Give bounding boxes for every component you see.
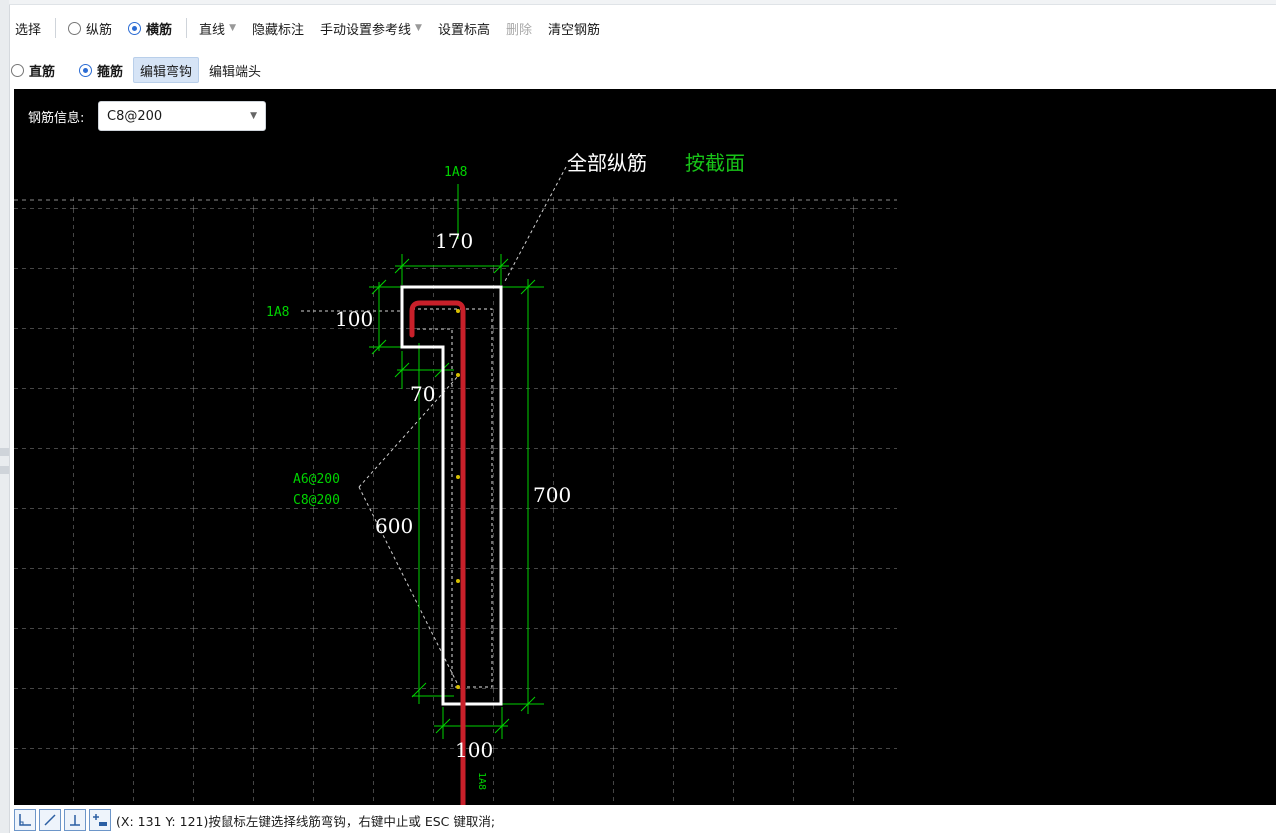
stirrup-radio[interactable]: 箍筋 [73, 58, 129, 82]
set-elevation-label: 设置标高 [437, 22, 490, 38]
clear-rebar-button[interactable]: 清空钢筋 [542, 16, 606, 40]
header-mode-text[interactable]: 按截面 [685, 151, 745, 175]
line-mode-dropdown[interactable]: 直线▼ [193, 16, 242, 40]
delete-label: 删除 [505, 22, 532, 38]
edit-end-label: 编辑端头 [209, 64, 262, 80]
select-button[interactable]: 选择 [9, 16, 47, 40]
chevron-down-icon: ▼ [415, 23, 422, 33]
dim-total-height: 700 [533, 483, 571, 507]
top-bar-label: 1A8 [444, 165, 467, 180]
dim-flange-height: 100 [335, 307, 373, 331]
rebar-info-label: 钢筋信息: [28, 111, 85, 126]
dock-marker [0, 466, 9, 474]
stirrup-label: 箍筋 [97, 64, 124, 80]
edit-end-button[interactable]: 编辑端头 [203, 58, 267, 82]
rebar-info-select[interactable]: C8@200 ▼ [98, 101, 266, 131]
radio-on-icon [128, 21, 142, 35]
radio-on-icon [79, 63, 93, 77]
add-point-icon[interactable] [89, 809, 111, 831]
corner-icon[interactable] [14, 809, 36, 831]
main-toolbar: 选择 纵筋 横筋 直线▼ 隐藏标注 手动设置参考线▼ 设置标高 删除 清空钢筋 [9, 10, 1276, 46]
manual-ref-line-dropdown[interactable]: 手动设置参考线▼ [314, 16, 428, 40]
set-elevation-button[interactable]: 设置标高 [432, 16, 496, 40]
stirrup-label-c: C8@200 [293, 493, 340, 508]
chevron-down-icon: ▼ [229, 23, 236, 33]
diagonal-line-icon[interactable] [39, 809, 61, 831]
straight-radio[interactable]: 直筋 [9, 58, 61, 82]
chevron-down-icon: ▼ [250, 111, 257, 121]
line-mode-label: 直线 [199, 22, 226, 38]
dim-bottom-width: 100 [455, 738, 493, 762]
hide-annotation-label: 隐藏标注 [251, 22, 304, 38]
transverse-label: 横筋 [146, 22, 173, 38]
toolbar-separator [55, 18, 57, 38]
stirrup-label-a: A6@200 [293, 472, 340, 487]
transverse-radio[interactable]: 横筋 [122, 16, 178, 40]
select-label: 选择 [15, 22, 42, 38]
rebar-info-value: C8@200 [107, 108, 163, 124]
drawing-canvas[interactable]: 全部纵筋 按截面 1A8 1A8 170 100 70 A6@200 C8@20… [14, 89, 1276, 805]
delete-button[interactable]: 删除 [500, 16, 538, 40]
left-bar-label: 1A8 [266, 305, 289, 320]
radio-off-icon [68, 21, 82, 35]
longitudinal-radio[interactable]: 纵筋 [62, 16, 118, 40]
section-outline [400, 285, 503, 706]
status-message: (X: 131 Y: 121)按鼠标左键选择线筋弯钩，右键中止或 ESC 键取消… [116, 813, 496, 829]
perpendicular-icon[interactable] [64, 809, 86, 831]
manual-ref-line-label: 手动设置参考线 [320, 22, 412, 38]
straight-label: 直筋 [29, 64, 56, 80]
hide-annotation-button[interactable]: 隐藏标注 [246, 16, 310, 40]
dock-marker [0, 448, 9, 456]
dim-web-height: 600 [375, 514, 413, 538]
radio-off-icon [11, 63, 24, 77]
status-bar: (X: 131 Y: 121)按鼠标左键选择线筋弯钩，右键中止或 ESC 键取消… [14, 807, 1276, 833]
dim-top-width: 170 [435, 229, 473, 253]
header-text: 全部纵筋 [567, 151, 647, 175]
left-dock-edge [0, 0, 10, 833]
inner-outline [412, 308, 493, 688]
toolbar-separator [186, 18, 188, 38]
section-drawing: 全部纵筋 按截面 1A8 1A8 170 100 70 A6@200 C8@20… [14, 151, 897, 805]
edit-hook-label: 编辑弯钩 [140, 64, 193, 80]
vertical-small-label: 1A8 [476, 772, 487, 790]
rebar-points [456, 309, 460, 689]
dim-flange-overhang: 70 [410, 382, 435, 406]
sub-toolbar: 直筋 箍筋 编辑弯钩 编辑端头 [9, 54, 1276, 86]
top-strip [9, 0, 1276, 5]
edit-hook-button[interactable]: 编辑弯钩 [133, 57, 200, 83]
longitudinal-label: 纵筋 [86, 22, 113, 38]
rebar-path [409, 300, 466, 805]
clear-rebar-label: 清空钢筋 [547, 22, 600, 38]
